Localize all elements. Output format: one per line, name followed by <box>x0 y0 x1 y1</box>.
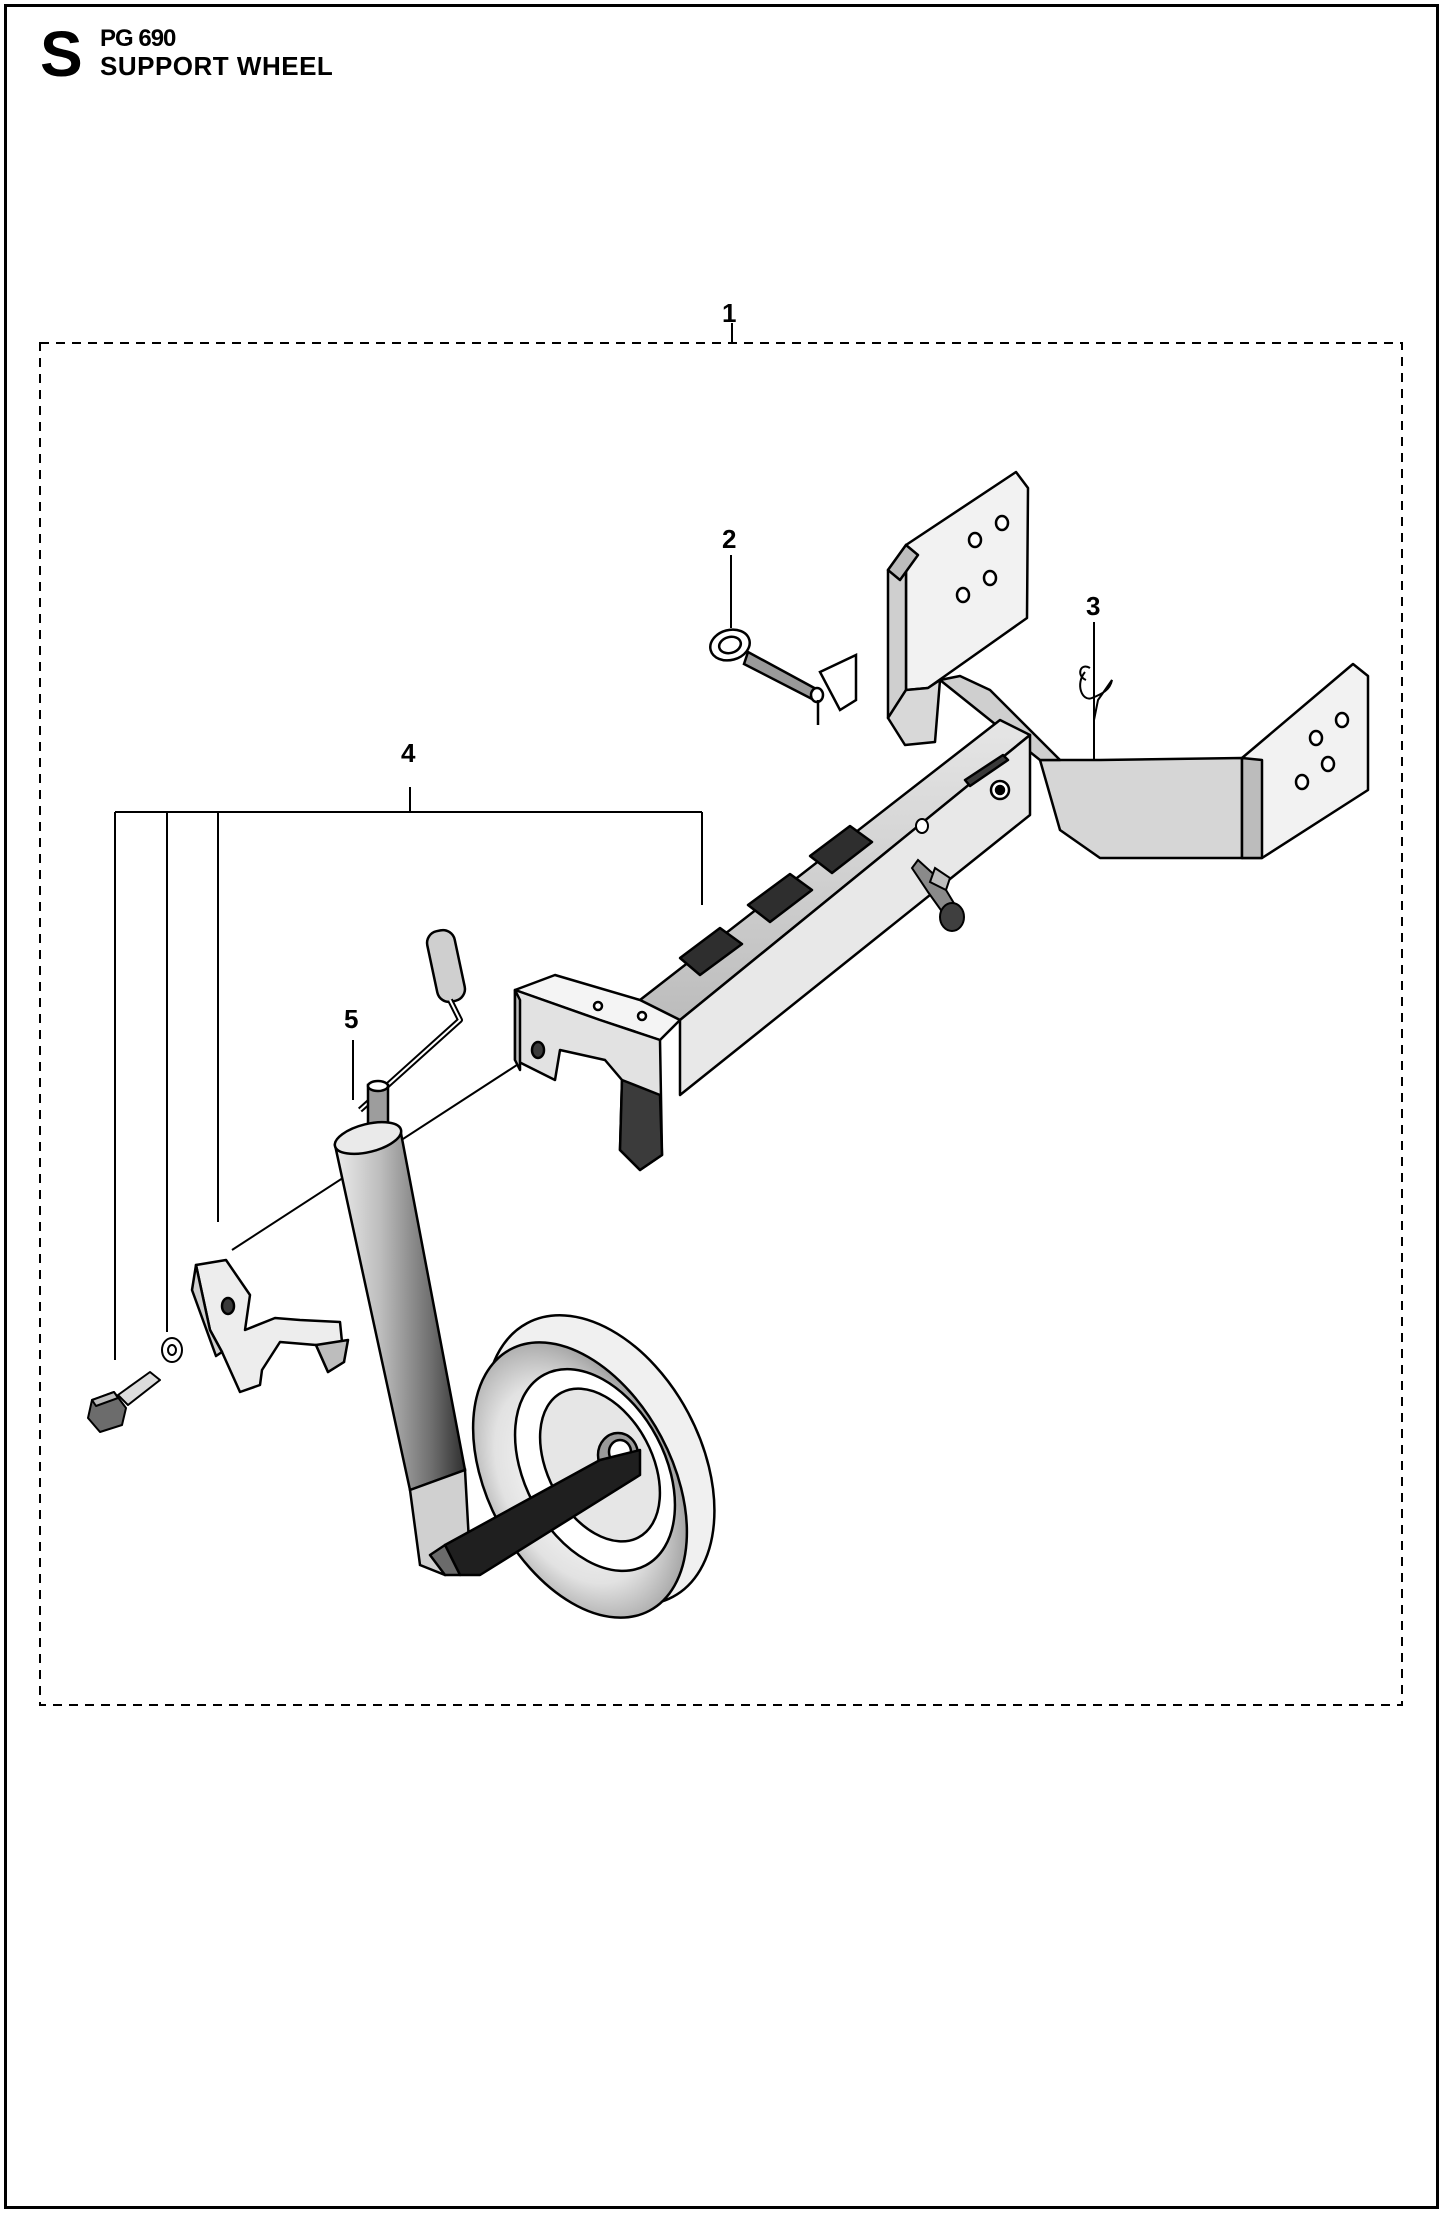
drawbar-beam <box>638 718 1032 1097</box>
washer <box>161 1337 183 1363</box>
callout-4-bracket <box>114 787 703 1360</box>
drawbar-mount-plates <box>886 470 1370 860</box>
page-frame <box>4 4 1439 2209</box>
front-bracket <box>513 973 682 1172</box>
assembly-boundary <box>39 342 1403 1706</box>
locking-knob <box>910 818 965 932</box>
callout-1-label: 1 <box>722 298 736 328</box>
ring-pin <box>709 628 858 725</box>
crank-handle <box>357 928 467 1113</box>
hex-bolt <box>87 1371 161 1433</box>
callout-5-label: 5 <box>344 1004 358 1034</box>
page-title: SUPPORT WHEEL <box>100 51 334 82</box>
section-letter: S <box>40 18 83 90</box>
title-block: PG 690 SUPPORT WHEEL <box>100 25 334 82</box>
wheel-fork <box>428 1448 642 1577</box>
clamp-bracket <box>190 1258 350 1394</box>
jockey-wheel-tube <box>333 1079 472 1577</box>
hair-pin-clip <box>1079 665 1113 721</box>
callout-3-label: 3 <box>1086 591 1100 621</box>
callout-2-label: 2 <box>722 524 736 554</box>
model-label: PG 690 <box>100 25 176 52</box>
callout-4-label: 4 <box>401 738 416 768</box>
